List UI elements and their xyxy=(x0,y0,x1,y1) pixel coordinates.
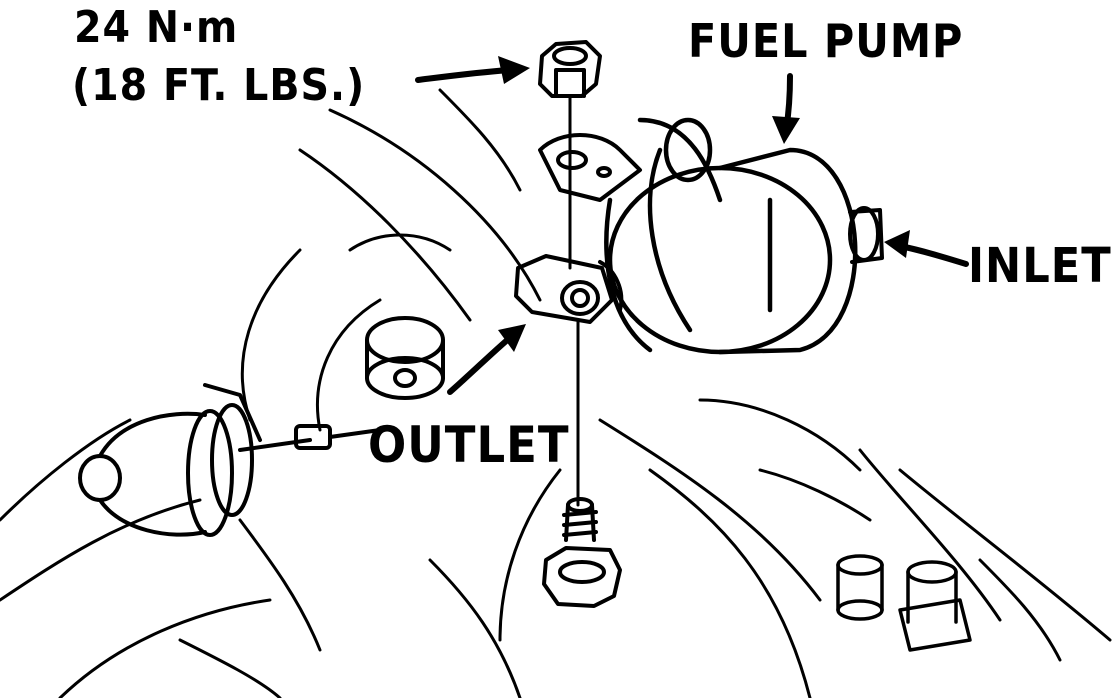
engine-block-outline xyxy=(0,88,1112,698)
stud-bolt xyxy=(542,497,622,608)
outlet-label: OUTLET xyxy=(368,416,570,474)
fuel-pump-callout-arrowhead xyxy=(772,116,800,144)
inlet-callout-arrow xyxy=(897,243,969,267)
fuel-pump-body xyxy=(604,117,858,355)
outlet-callout-arrowhead xyxy=(498,324,526,352)
rubber-grommet xyxy=(365,316,445,400)
vacuum-actuator xyxy=(78,383,382,537)
assembly-centerline xyxy=(568,94,580,507)
engine-post-right xyxy=(898,560,972,652)
torque-imperial-label: (18 FT. LBS.) xyxy=(72,60,366,111)
inlet-callout-arrowhead xyxy=(884,230,910,258)
torque-value-label: 24 N·m xyxy=(74,2,239,53)
mounting-bracket xyxy=(538,133,642,202)
inlet-label: INLET xyxy=(968,238,1112,294)
torque-callout-arrowhead xyxy=(498,56,530,84)
mounting-nut xyxy=(538,40,602,98)
fuel-pump-label: FUEL PUMP xyxy=(688,14,964,68)
outlet-fitting xyxy=(514,254,624,324)
inlet-nipple xyxy=(848,206,884,264)
outlet-callout-arrow xyxy=(447,333,515,395)
torque-callout-arrow xyxy=(415,67,513,83)
engine-post-left xyxy=(836,554,884,621)
